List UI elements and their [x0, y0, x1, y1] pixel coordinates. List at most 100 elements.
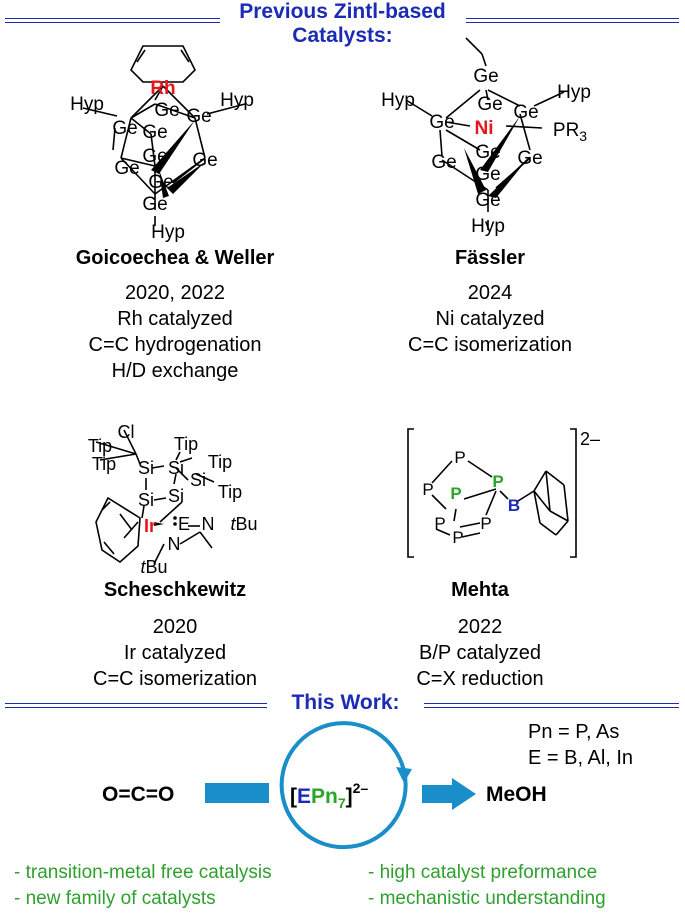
catalyst-charge: 2– [352, 780, 369, 796]
b-atom-label: B [508, 496, 520, 515]
highlight-item: - transition-metal free catalysis [14, 862, 272, 883]
catalyst-type: Ir catalyzed [123, 642, 227, 664]
catalyst-reaction: C=C isomerization [93, 668, 257, 690]
p-atom-label: P [480, 514, 491, 533]
tip-label: Tip [208, 452, 232, 472]
charge-label: 2– [580, 429, 600, 449]
ge-atom-label: Ge [475, 142, 500, 163]
pr3-label: PR3 [553, 120, 587, 144]
p-atom-label-green: P [450, 484, 461, 503]
header-rule-left [5, 18, 220, 23]
catalytic-cycle [279, 721, 412, 850]
catalyst-detail: 2022 B/P catalyzed C=X reduction [355, 614, 605, 692]
catalyst-reaction: C=C isomerization [408, 334, 572, 356]
catalyst-year: 2024 [467, 282, 513, 304]
catalyst-detail: 2020 Ir catalyzed C=C isomerization [10, 614, 340, 692]
si-atom-label: Si [138, 458, 154, 478]
e-atom-label: E [178, 514, 190, 534]
n-atom-label: N [168, 534, 181, 554]
catalyst-name: Fässler [454, 247, 526, 269]
p-atom-label: P [422, 480, 433, 499]
rh-ge-cluster-structure: Rh Ge Ge Ge Ge Ge Ge Ge Ge Ge Hyp Hyp Hy… [70, 45, 254, 243]
si-atom-label: Si [168, 458, 184, 478]
p-atom-label: P [454, 448, 465, 467]
mehta-boron-phosphorus-structure: P P P P B P P P 2– [407, 428, 600, 558]
ge-atom-label: Ge [112, 118, 137, 139]
reaction-arrow-out [422, 778, 476, 810]
ge-atom-label: Ge [429, 112, 454, 133]
ge-atom-label: Ge [513, 102, 538, 123]
tbu-label: tBu [140, 557, 167, 577]
catalyst-type: Ni catalyzed [435, 308, 545, 330]
ge-atom-label: Ge [114, 158, 139, 179]
hyp-label: Hyp [471, 216, 505, 237]
catalyst-detail: 2020, 2022 Rh catalyzed C=C hydrogenatio… [10, 280, 340, 384]
si-atom-label: Si [190, 470, 206, 490]
highlight-item: - high catalyst preformance [368, 862, 598, 883]
hyp-label: Hyp [220, 90, 254, 111]
definition-pn: Pn = P, As [528, 721, 620, 743]
catalyst-reaction: H/D exchange [111, 360, 239, 382]
catalyst-name: Mehta [451, 579, 509, 601]
catalyst-card-goicoechea: Goicoechea & Weller 2020, 2022 Rh cataly… [10, 247, 340, 384]
section-title-line1: Previous Zintl-based [239, 0, 446, 23]
tip-label: Tip [88, 436, 112, 456]
catalyst-name: Goicoechea & Weller [75, 247, 275, 269]
ni-ge-cluster-structure: Ge Ge Ge Ge Ni Ge Ge Ge Ge Ge Hyp Hyp Hy… [381, 37, 591, 237]
tip-label: Tip [218, 482, 242, 502]
ge-atom-label: Ge [148, 172, 173, 193]
this-work-rule-left [5, 703, 267, 708]
catalyst-formula: [EPn7]2– [290, 780, 369, 811]
tip-label: Tip [92, 454, 116, 474]
catalyst-reaction: C=X reduction [416, 668, 544, 690]
ir-atom-label: Ir [144, 516, 156, 536]
ge-atom-label: Ge [475, 164, 500, 185]
ge-atom-label: Ge [154, 100, 179, 121]
section-title-previous: Previous Zintl-based Catalysts: [200, 0, 485, 48]
catalyst-year: 2020, 2022 [124, 282, 226, 304]
tip-label: Tip [174, 434, 198, 454]
ge-atom-label: Ge [517, 148, 542, 169]
header-rule-right [466, 18, 679, 23]
section-title-this-work: This Work: [291, 691, 400, 714]
catalyst-card-fassler: Fässler 2024 Ni catalyzed C=C isomerizat… [355, 247, 625, 358]
this-work-rule-right [424, 703, 679, 708]
catalyst-pn: Pn [311, 785, 338, 808]
si-atom-label: Si [138, 490, 154, 510]
si-atom-label: Si [168, 486, 184, 506]
cycle-arrowhead [396, 767, 412, 783]
reaction-arrow-in [205, 783, 269, 803]
p-atom-label: P [434, 514, 445, 533]
catalyst-type: B/P catalyzed [419, 642, 541, 664]
p-atom-label-green: P [492, 472, 503, 491]
ge-atom-label: Ge [142, 146, 167, 167]
ge-atom-label: Ge [142, 194, 167, 215]
ge-atom-label: Ge [431, 152, 456, 173]
catalyst-reaction: C=C hydrogenation [88, 334, 262, 356]
catalyst-subscript: 7 [337, 795, 346, 811]
ge-atom-label: Ge [475, 190, 500, 211]
hyp-label: Hyp [151, 222, 185, 243]
section-title-line2: Catalysts: [292, 24, 393, 47]
ge-atom-label: Ge [186, 106, 211, 127]
product-methanol: MeOH [486, 783, 547, 806]
hyp-label: Hyp [381, 90, 415, 111]
hyp-label: Hyp [70, 94, 104, 115]
catalyst-year: 2022 [457, 616, 503, 638]
ir-silicon-complex-structure: Cl Tip Tip Tip Tip Tip Si Si Si Si Si Ir… [88, 422, 258, 577]
reactant-co2: O=C=O [102, 783, 175, 806]
catalyst-card-mehta: Mehta 2022 B/P catalyzed C=X reduction [355, 579, 605, 692]
catalyst-year: 2020 [152, 616, 198, 638]
highlight-item: - mechanistic understanding [368, 888, 606, 909]
cl-atom-label: Cl [118, 422, 135, 442]
ge-atom-label: Ge [192, 150, 217, 171]
p-atom-label: P [452, 528, 463, 547]
catalyst-detail: 2024 Ni catalyzed C=C isomerization [355, 280, 625, 358]
catalyst-type: Rh catalyzed [117, 308, 233, 330]
definition-e: E = B, Al, In [528, 747, 634, 769]
hyp-label: Hyp [557, 82, 591, 103]
ni-atom-label: Ni [475, 118, 494, 139]
ge-atom-label: Ge [142, 122, 167, 143]
ge-atom-label: Ge [473, 66, 498, 87]
highlight-item: - new family of catalysts [14, 888, 216, 909]
